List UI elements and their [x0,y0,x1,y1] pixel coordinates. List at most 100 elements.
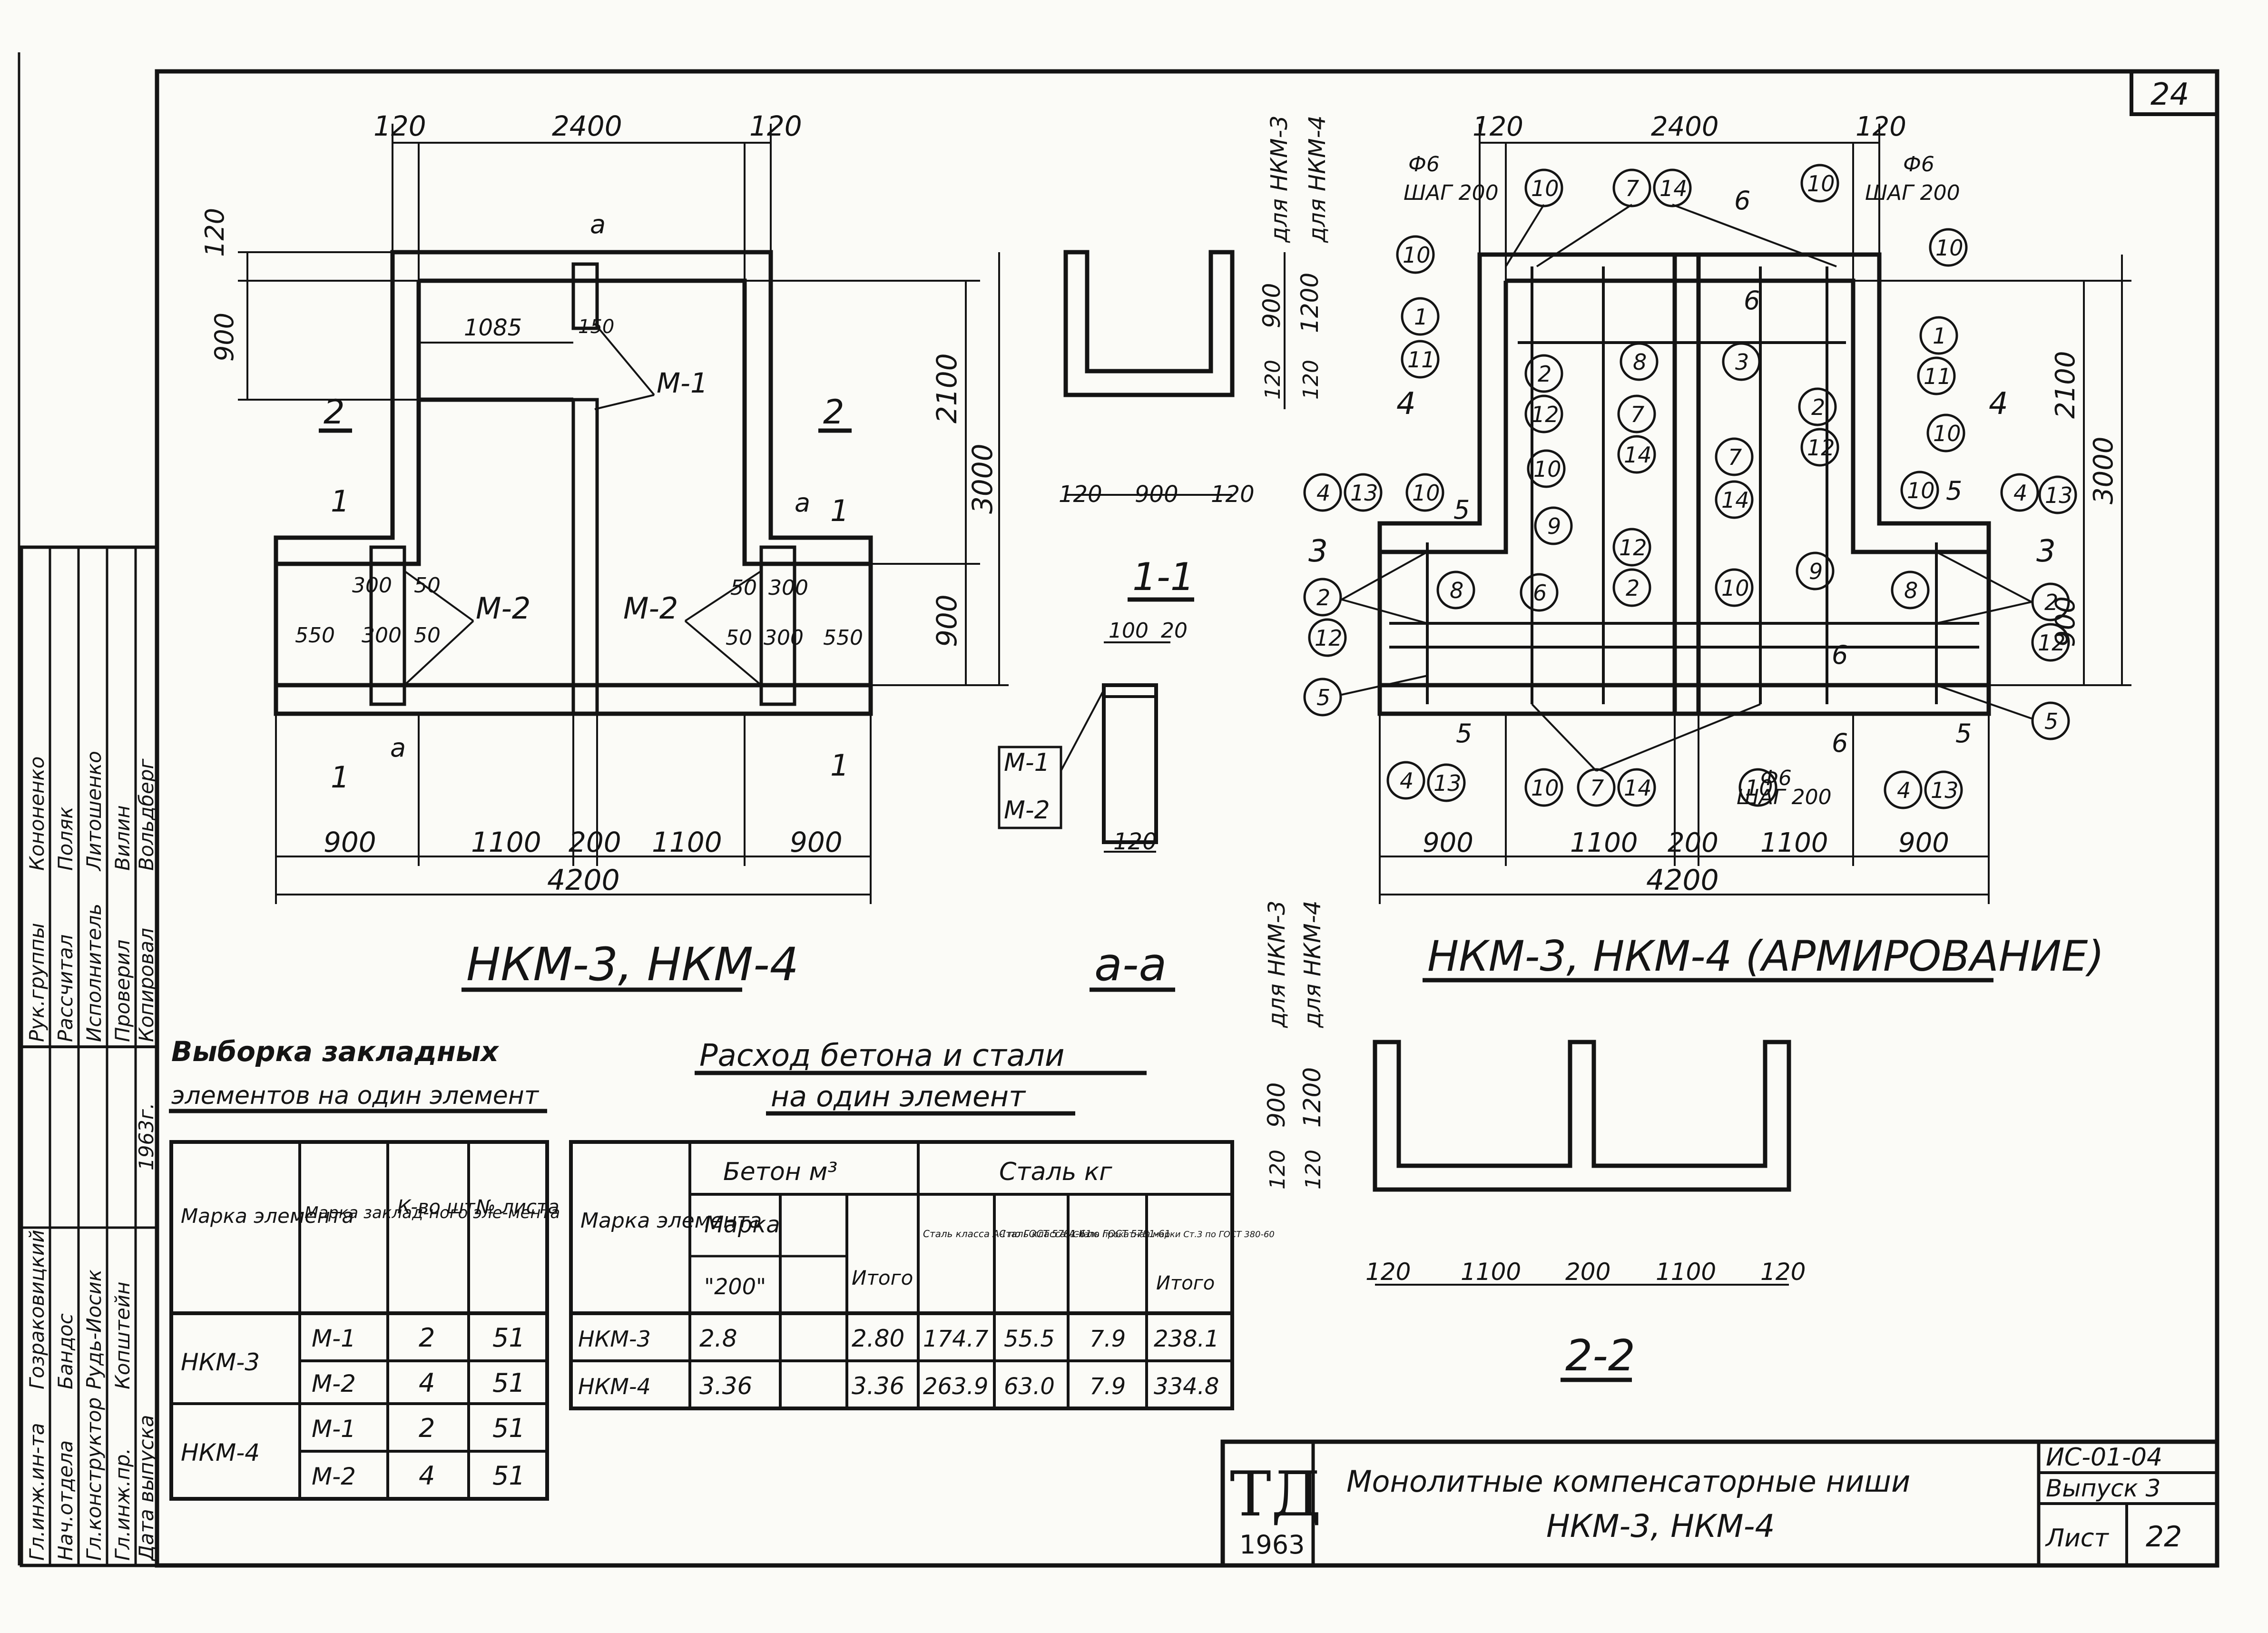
svg-text:10: 10 [1933,421,1961,446]
emb-r4-c4: 51 [492,1461,525,1491]
reinf-leader-10 [1531,703,1597,772]
cons-r2-total: 3.36 [852,1372,904,1400]
section-11-label-box [998,746,1062,829]
title-line-2: НКМ-3, НКМ-4 [1546,1508,1775,1544]
reinf-leader-9 [1936,684,2032,719]
reinf-leader-1 [1505,204,1545,267]
cons-r2-st3: 7.9 [1090,1373,1126,1400]
section-aa-note-top: для НКМ-3 [1266,116,1293,243]
svg-text:11: 11 [1924,364,1952,389]
reinf-leader-5 [1341,599,1428,624]
plan-embed-dim-r50b: 50 [726,626,752,650]
svg-text:10: 10 [1403,242,1431,268]
reinf-leader-11 [1596,703,1761,772]
plan-label-m2-left: М-2 [476,591,530,626]
svg-text:6: 6 [1533,580,1547,606]
sheet-number-box [2130,69,2219,116]
rebar-mark-12e: 12 [2031,623,2070,662]
cons-steel-col-4: Итого [1156,1272,1215,1294]
rebar-mark-12c: 12 [1612,528,1651,567]
emb-r2-c4: 51 [492,1368,525,1398]
cons-steel-col-3: Сталь прокатная марки Ст.3 по ГОСТ 380-6… [1073,1230,1275,1240]
stamp-name2-2: Поляк [54,807,77,871]
cons-r2-mark: НКМ-4 [578,1374,651,1399]
cons-r1-a2: 55.5 [1004,1326,1055,1352]
stamp-role2-2: Рассчитал [54,935,77,1042]
svg-text:12: 12 [1315,625,1343,651]
stamp-name2-5: Вольдберг [135,758,158,871]
plan-embed-dim-r300b: 300 [764,626,804,650]
emb-r1-c3: 2 [419,1323,435,1353]
rebar-mark-14a: 14 [1653,168,1692,207]
reinf-sec-5-d: 5 [1955,718,1972,748]
plan-embed-dim-50b: 50 [414,623,441,648]
svg-text:10: 10 [1531,775,1559,801]
rebar-mark-7c: 7 [1715,437,1754,476]
plan-inner-wall-left [276,281,421,566]
stamp-name-4: Копштейн [111,1282,134,1389]
consumption-title-2: на один элемент [771,1080,1026,1113]
stamp-role2-4: Проверил [111,940,134,1042]
rebar-mark-12d: 12 [1308,618,1347,657]
plan-caption: НКМ-3, НКМ-4 [466,938,799,991]
reinf-sec-5-a: 5 [1453,495,1470,525]
reinforcement-view: 120 2400 120 900 1100 200 1100 900 4200 … [1303,111,2131,983]
svg-text:14: 14 [1659,176,1688,201]
reinf-dim-b-d: 1100 [1760,827,1828,858]
reinf-leader-4 [1341,551,1428,600]
section-aa-dim-r1: 900 [1258,283,1286,328]
svg-text:12: 12 [2038,630,2066,656]
plan-label-m1: М-1 [657,367,708,399]
rebar-mark-10i: 10 [1715,568,1754,607]
plan-section-1-c: 1 [331,760,349,795]
svg-text:4: 4 [2013,480,2027,506]
svg-text:8: 8 [1904,578,1918,603]
cons-r1-a1: 174.7 [923,1326,989,1352]
rebar-mark-4a: 4 [1303,473,1342,512]
title-line-1: Монолитные компенсаторные ниши [1346,1464,1910,1499]
side-stamp: Гл.инж.ин-та Нач.отдела Гл.конструктор Г… [20,545,159,1567]
section-11: 1-1 100 20 120 М-1 М-2 [998,555,1195,855]
cons-sub-grade-value: "200" [704,1274,766,1299]
reinf-inner-left [1380,281,1508,554]
plan-dim-overall-label: 4200 [547,864,620,897]
svg-text:13: 13 [1350,480,1378,506]
plan-section-2-right: 2 [823,393,844,432]
section-22-dim-b1: 120 [1365,1258,1411,1286]
consumption-table: Расход бетона и стали на один элемент Ма… [569,1038,1275,1410]
title-series: ИС-01-04 [2046,1443,2162,1472]
section-22-dim-b5: 120 [1760,1258,1806,1286]
plan-section-1-b: 1 [830,493,849,528]
reinf-dim-b-a: 900 [1423,827,1473,858]
svg-text:5: 5 [2044,708,2058,734]
emb-r2-c3: 4 [419,1368,435,1398]
section-aa-note-bottom: для НКМ-4 [1304,116,1331,243]
section-11-label-m2: М-2 [1004,796,1050,825]
reinf-note-a-right: Ф6 [1903,152,1934,177]
plan-leader-m2c [684,570,762,622]
reinf-sec-6-top: 6 [1734,186,1750,216]
section-11-body [1102,683,1158,844]
plan-leader-m1b [594,323,655,396]
reinf-sec-4-right: 4 [1989,386,2008,422]
reinf-dim-b-c: 200 [1668,827,1718,858]
embedded-table-title-1: Выборка закладных [171,1035,499,1068]
reinf-dim-b-b: 1100 [1570,827,1638,858]
plan-embed-dim-550: 550 [295,623,335,648]
rebar-mark-9b: 9 [1796,551,1835,590]
title-issue: Выпуск 3 [2046,1475,2160,1502]
reinf-note-b-left: ШАГ 200 [1404,181,1499,205]
rebar-mark-10a: 10 [1524,168,1563,207]
rebar-mark-10e: 10 [1527,449,1566,488]
plan-dim-top-c: 120 [749,110,802,142]
reinf-leader-8 [1341,675,1428,696]
svg-text:2: 2 [1811,394,1825,420]
section-11-dim-20: 20 [1161,619,1188,643]
rebar-mark-2a: 2 [1524,354,1563,393]
rebar-mark-13c: 13 [1427,763,1466,802]
rebar-mark-13a: 13 [1344,473,1383,512]
rebar-mark-14c: 14 [1715,480,1754,519]
reinf-dim-b-e: 900 [1898,827,1949,858]
cons-r2-sum: 334.8 [1154,1373,1219,1400]
rebar-mark-9a: 9 [1534,506,1573,545]
